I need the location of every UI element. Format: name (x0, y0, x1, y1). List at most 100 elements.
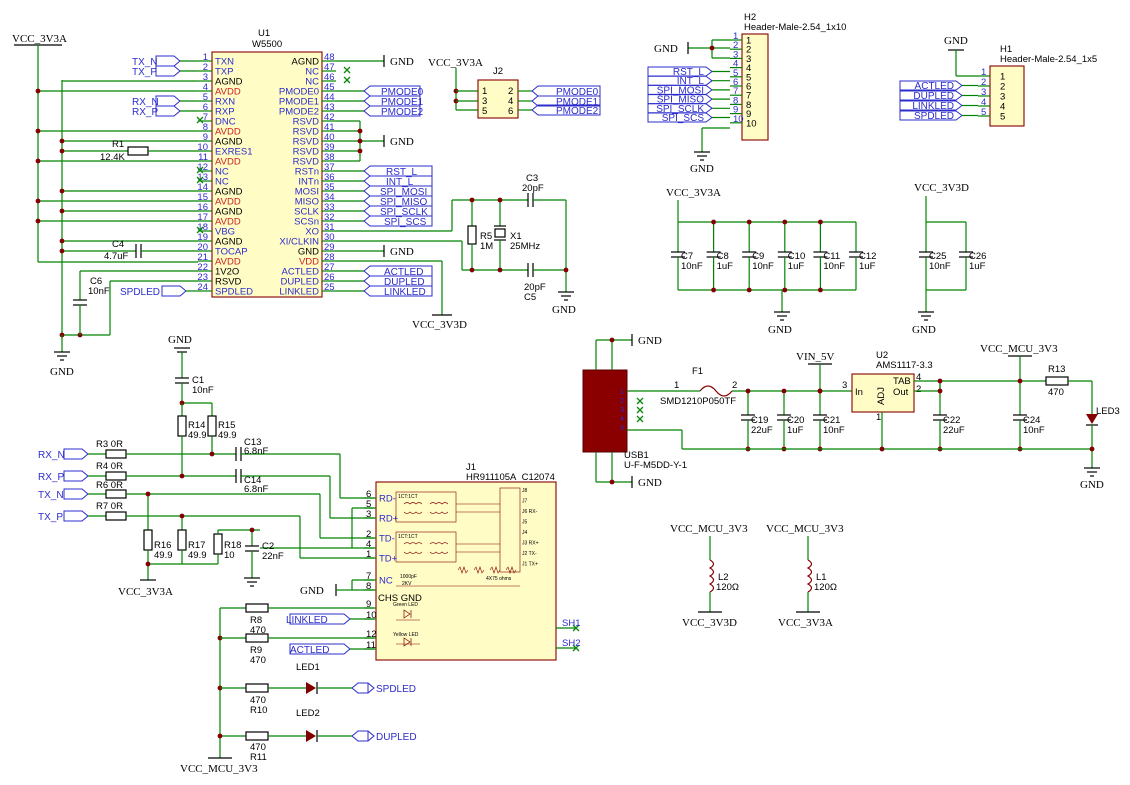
decap-ref: C25 (929, 251, 946, 262)
u1-left-pin-name: 1V2O (215, 267, 239, 278)
j1-inner-pin: J3 RX+ (522, 541, 539, 547)
r14-value: 49.9 (188, 430, 207, 441)
u2-value: AMS1117-3.3 (876, 360, 933, 371)
u1-right-pin-name: RSTn (295, 167, 319, 178)
label-spi-miso-u1: SPI_MISO (380, 197, 427, 208)
label-pmode2-u1: PMODE2 (381, 107, 424, 118)
label-rx-n: RX_N (132, 97, 159, 108)
u1-right-pin-name: LINKLED (279, 287, 319, 298)
j1-pin-num: 6 (366, 489, 371, 500)
label-tx-p-eth: TX_P (38, 512, 63, 523)
gnd-label-u1-rsvd: GND (390, 136, 414, 148)
h2-netlabel: RST_L (673, 67, 705, 78)
h2-netlabel: SPI_MISO (657, 95, 704, 106)
h2-pin-num: 3 (733, 49, 738, 60)
h1-netlabel: ACTLED (915, 81, 954, 92)
u2-pin3: 3 (842, 380, 847, 391)
vccmcu-label-reg: VCC_MCU_3V3 (980, 343, 1058, 355)
label-actled-u1: ACTLED (384, 267, 423, 278)
j1-res-note: 4X75 ohms (486, 576, 512, 582)
r1-value: 12.4K (100, 152, 125, 163)
gnd-label-decoup-a: GND (768, 324, 792, 336)
c13-ref: C13 (244, 437, 261, 448)
j1-yellow-led: Yellow LED (393, 632, 419, 638)
u1-left-pin-num: 21 (197, 252, 208, 263)
avdd-wires (38, 90, 198, 263)
label-spi-sclk-u1: SPI_SCLK (380, 207, 428, 218)
u1-right-pin-name: PMODE1 (279, 97, 319, 108)
u1-left-pin-name: RXN (215, 97, 235, 108)
h2-body (741, 33, 769, 141)
r16-value: 49.9 (154, 550, 173, 561)
l1-ref: L1 (816, 572, 827, 583)
label-tx-p: TX_P (132, 67, 157, 78)
u1-right-pin-num: 34 (324, 192, 335, 203)
gnd-label-u1-left: GND (50, 366, 74, 378)
h2-pin-label: 6 (746, 82, 751, 93)
h1-netlabel-shape (899, 100, 963, 111)
u1-left-pin-name: RXP (215, 107, 235, 118)
c3-ref: C3 (526, 173, 538, 184)
decap-value: 10nF (681, 261, 703, 272)
u1-right-pin-name: ACTLED (282, 267, 320, 278)
usb1-body (582, 369, 628, 453)
u1-right-pin-num: 29 (324, 242, 335, 253)
c2-value: 22nF (262, 551, 284, 562)
u1-right-pin-name: RSVD (293, 147, 320, 158)
j2-body (477, 79, 519, 119)
r9-ref: R9 (250, 645, 262, 656)
u1-left-pin-num: 19 (197, 232, 208, 243)
u1-left-pin-num: 10 (197, 142, 208, 153)
label-dupled-u1: DUPLED (384, 277, 425, 288)
vccmcu-label-bottom: VCC_MCU_3V3 (180, 763, 258, 775)
u1-left-pin-num: 1 (203, 52, 208, 63)
j1-cap-note-1: 1000pF (400, 574, 417, 580)
vccmcu-label-l2: VCC_MCU_3V3 (670, 523, 748, 535)
decap-ref: C7 (681, 251, 693, 262)
h1-netlabel: LINKLED (912, 101, 954, 112)
vcc3v3d-label-u1: VCC_3V3D (412, 319, 467, 331)
decap-ref: C10 (788, 251, 805, 262)
j1-cap-note-2: 2KV (402, 581, 412, 587)
j2-pin3: 3 (482, 96, 487, 107)
u1-right-pin-num: 26 (324, 272, 335, 283)
f1-pin1: 1 (674, 380, 679, 391)
h1-pin-num: 5 (981, 107, 986, 118)
pcap-junction-top (745, 388, 751, 394)
u1-right-pin-num: 30 (324, 232, 335, 243)
decoupling-3v3a: VCC_3V3A GND C710nFC81uFC910nFC101uFC111… (666, 187, 876, 336)
u1-left-pin-num: 20 (197, 242, 208, 253)
label-int-l-u1: INT_L (386, 177, 414, 188)
decap-junction-top (746, 219, 752, 225)
u1-left-pin-name: SPDLED (215, 287, 253, 298)
u1-right-pin-name: GND (298, 247, 319, 258)
label-pmode0-u1: PMODE0 (381, 87, 424, 98)
h1-body (989, 65, 1025, 127)
r6 (105, 489, 127, 499)
u2-ref: U2 (876, 350, 888, 361)
c5-value: 20pF (524, 282, 546, 293)
u1-left-pin-name: TXP (215, 67, 233, 78)
u1-right-pin-num: 39 (324, 142, 335, 153)
pcap-ref: C24 (1023, 415, 1040, 426)
j2: VCC_3V3A J2 1 2 3 4 5 6 PMODE0 PMODE1 PM… (428, 57, 601, 119)
u2-pin1: 1 (876, 412, 881, 423)
label-pmode1-j2: PMODE1 (556, 97, 599, 108)
u1-left-pin-name: EXRES1 (215, 147, 253, 158)
c6-ref: C6 (90, 276, 102, 287)
decap-junction-top (711, 219, 716, 225)
u1-right-pin-name: MOSI (295, 187, 319, 198)
j1-pin-num: 3 (366, 509, 371, 520)
u1-right-pin-name: AGND (292, 57, 320, 68)
u1-left-pin-name: AGND (215, 77, 243, 88)
c2-ref: C2 (262, 541, 274, 552)
j1-pin-name: TD+ (379, 554, 398, 565)
decap-value: 1uF (788, 261, 805, 272)
h2-pin-label: 3 (746, 54, 751, 65)
r5 (467, 225, 477, 245)
usb-pin-num: 2 (620, 398, 624, 405)
j1-pin-num: 5 (366, 499, 371, 510)
label-linkled-j1: LINKLED (286, 615, 328, 626)
